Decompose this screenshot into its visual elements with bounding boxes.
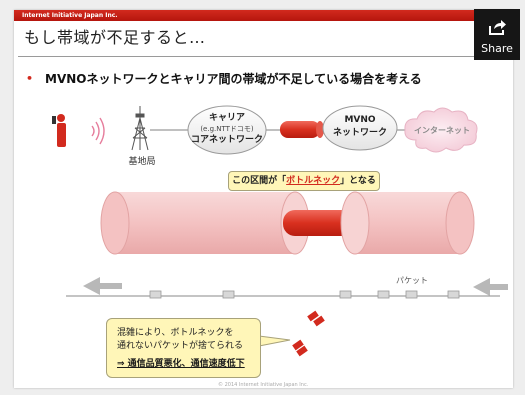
- dropped-packet-icon: [292, 339, 304, 351]
- mvno-network-node: [322, 105, 398, 151]
- slide-footer: © 2014 Internet Initiative Japan Inc.: [218, 382, 309, 388]
- callout-pointer: [258, 335, 291, 347]
- base-station-tower-icon: [131, 106, 149, 151]
- slide-title: もし帯域が不足すると…: [24, 28, 206, 47]
- packet-icon: [339, 290, 352, 299]
- internet-cloud-icon: [404, 107, 478, 153]
- carrier-core-network-node: [187, 105, 267, 155]
- packet-icon: [222, 290, 235, 299]
- user-with-phone-icon: [52, 114, 66, 147]
- right-direction-arrow-icon: [473, 278, 508, 296]
- right-wide-pipe-front: [340, 191, 370, 255]
- bottleneck-suffix: 」となる: [340, 176, 376, 186]
- share-icon: [489, 20, 506, 35]
- bottleneck-prefix: この区間が「: [232, 176, 287, 186]
- bottleneck-emphasis: ボトルネック: [286, 176, 341, 186]
- bottleneck-pipe: [283, 210, 353, 236]
- callout-line2: 通れないパケットが捨てられる: [117, 341, 244, 351]
- dropped-packet-icons: [292, 310, 325, 357]
- mvno-label-line2: ネットワーク: [332, 128, 387, 138]
- carrier-label-line2: (e.g.NTTドコモ): [200, 125, 254, 133]
- packet-label: パケット: [396, 276, 428, 285]
- packet-drop-callout: 混雑により、ボトルネックを 通れないパケットが捨てられる ⇒ 通信品質悪化、通信…: [106, 318, 261, 378]
- share-button[interactable]: Share: [474, 9, 520, 60]
- carrier-label-line1: キャリア: [208, 113, 245, 123]
- carrier-label-line3: コアネットワーク: [190, 135, 263, 145]
- callout-line1: 混雑により、ボトルネックを: [117, 328, 234, 338]
- packet-icons: [149, 290, 460, 299]
- right-wide-pipe: [355, 191, 475, 255]
- packet-icon: [377, 290, 390, 299]
- packet-icon: [149, 290, 162, 299]
- carrier-mvno-link-pipe: [280, 121, 324, 138]
- internet-label: インターネット: [414, 126, 470, 135]
- left-direction-arrow-icon: [83, 277, 122, 295]
- bottleneck-callout: この区間が「ボトルネック」となる: [228, 171, 380, 191]
- left-wide-pipe: [100, 191, 310, 255]
- packet-icon: [405, 290, 418, 299]
- company-name: Internet Initiative Japan Inc.: [22, 12, 118, 19]
- slide-header-bar: Internet Initiative Japan Inc.: [14, 10, 513, 21]
- bullet-text: MVNOネットワークとキャリア間の帯域が不足している場合を考える: [45, 72, 422, 86]
- share-label: Share: [481, 42, 513, 55]
- dropped-packet-icon: [307, 310, 319, 322]
- base-station-label: 基地局: [128, 157, 156, 167]
- callout-conclusion: ⇒ 通信品質悪化、通信速度低下: [117, 359, 245, 369]
- mvno-label-line1: MVNO: [344, 115, 376, 125]
- dropped-packet-icon: [313, 315, 325, 327]
- packet-icon: [447, 290, 460, 299]
- bullet-marker: •: [26, 72, 34, 85]
- title-divider: [18, 56, 488, 57]
- radio-waves-icon: [91, 117, 105, 145]
- dropped-packet-icon: [296, 345, 308, 357]
